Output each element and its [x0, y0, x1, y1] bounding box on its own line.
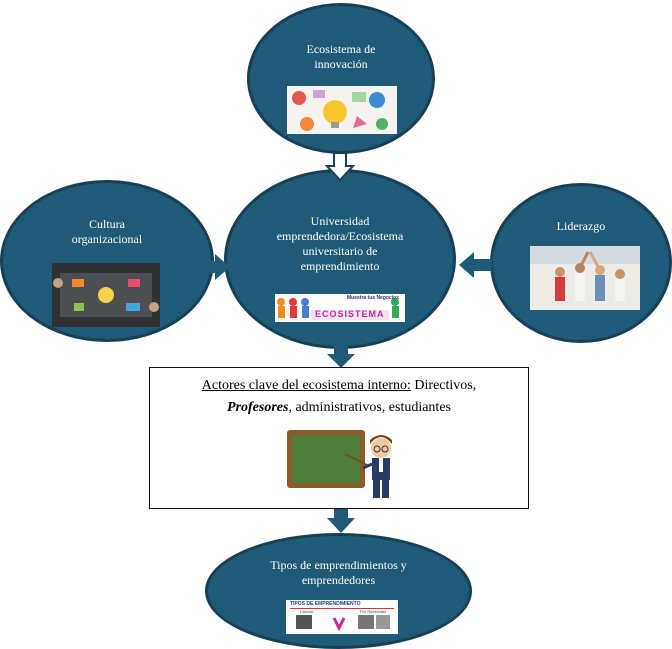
arrow-actors-to-types: [327, 506, 355, 533]
arrow-innovation-to-university: [325, 152, 355, 182]
actors-title-underlined: Actores clave del ecosistema interno:: [201, 378, 411, 393]
node-university-label: Universidad emprendedora/Ecosistema univ…: [276, 214, 404, 273]
innovation-collage-icon: [287, 86, 397, 134]
arrow-culture-to-university: [201, 254, 230, 280]
leadership-photo-icon: [530, 246, 640, 310]
ecosistema-banner-icon: [275, 294, 405, 322]
actors-title-rest: Directivos,: [410, 378, 477, 393]
types-image-left-label: Laboral: [300, 609, 314, 614]
teacher-board-icon: [287, 430, 392, 498]
actors-second-line: Profesores, administrativos, estudiantes: [150, 398, 528, 418]
node-culture-label: Cultura organizacional: [71, 217, 143, 246]
types-image: TIPOS DE EMPRENDIMIENTO Laboral Por Nece…: [286, 600, 398, 634]
node-types: Tipos de emprendimientos y emprendedores…: [205, 533, 472, 649]
actors-title-line: Actores clave del ecosistema interno: Di…: [150, 376, 528, 396]
leadership-image: [530, 246, 640, 310]
node-types-label: Tipos de emprendimientos y emprendedores: [270, 558, 407, 587]
ecosistema-banner-image: ECOSISTEMA Muestra tus Negocios: [275, 294, 405, 322]
innovation-image: [287, 86, 397, 134]
node-culture: Cultura organizacional: [0, 180, 214, 342]
arrow-university-to-actors: [327, 345, 355, 368]
arrow-leadership-to-university: [459, 252, 492, 278]
node-university: Universidad emprendedora/Ecosistema univ…: [224, 169, 456, 349]
types-image-title: TIPOS DE EMPRENDIMIENTO: [290, 601, 361, 607]
types-image-right-label: Por Necesidad: [360, 609, 387, 614]
ecosistema-banner-text: ECOSISTEMA: [315, 309, 385, 319]
culture-image: [52, 263, 160, 327]
culture-collage-icon: [52, 263, 160, 327]
types-chart-icon: [290, 608, 394, 632]
actors-box: Actores clave del ecosistema interno: Di…: [149, 367, 529, 509]
actors-emphasis: Profesores: [227, 400, 289, 415]
ecosistema-banner-small-text: Muestra tus Negocios: [347, 295, 399, 301]
node-leadership: Liderazgo: [490, 183, 672, 343]
actors-rest: , administrativos, estudiantes: [288, 400, 451, 415]
node-innovation-label: Ecosistema de innovación: [306, 42, 376, 71]
node-innovation: Ecosistema de innovación: [247, 3, 435, 154]
node-leadership-label: Liderazgo: [556, 219, 606, 233]
